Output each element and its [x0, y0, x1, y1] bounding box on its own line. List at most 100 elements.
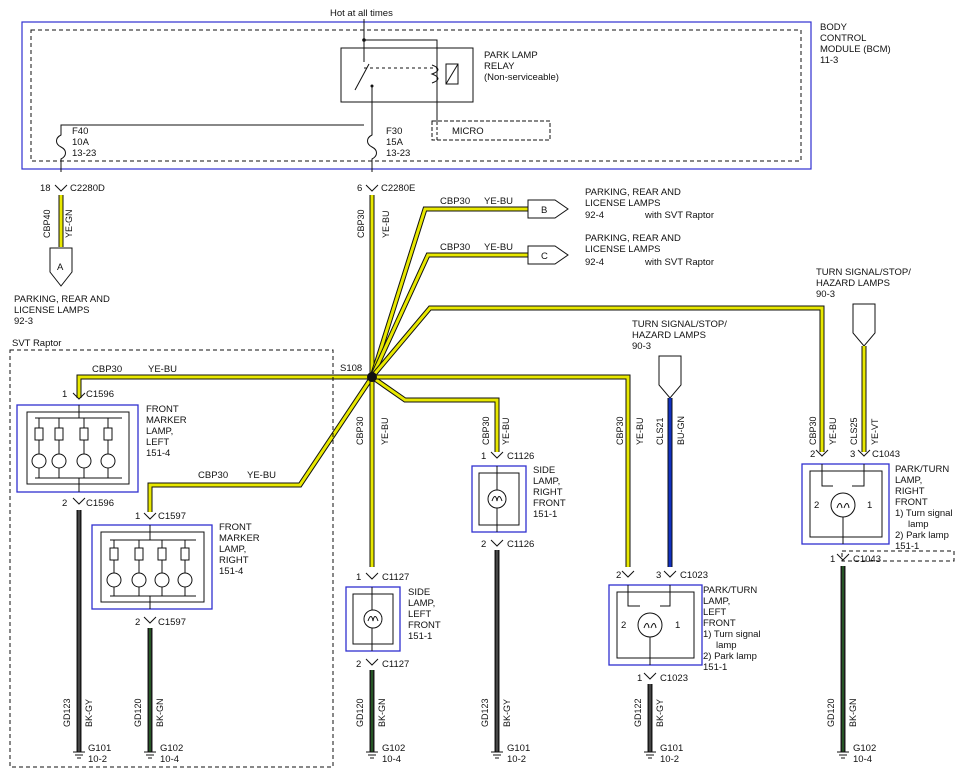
cbp40-label: CBP40: [42, 209, 52, 238]
sll-ye-bu-label: YE-BU: [380, 417, 390, 445]
fmr-pin1: 1: [135, 511, 140, 522]
offpage-b-letter: B: [541, 205, 547, 216]
fmr-conn-top: C1597: [158, 511, 186, 522]
gd120-label-b: GD120: [355, 698, 365, 727]
bcm-inner-dashed: [30, 29, 802, 162]
slr-pin1: 1: [481, 451, 486, 462]
connector-c2280d: C2280D: [70, 183, 105, 194]
gd120-label-a: GD120: [133, 698, 143, 727]
ptr-ye-bu-label: YE-BU: [828, 417, 838, 445]
ptr-label: PARK/TURN LAMP, RIGHT FRONT 1) Turn sign…: [895, 464, 955, 552]
cls25-label: CLS25: [849, 417, 859, 445]
b-ye-bu-label: YE-BU: [484, 196, 513, 207]
b-cbp30-label: CBP30: [440, 196, 470, 207]
c-ye-bu-label: YE-BU: [484, 242, 513, 253]
ptr-pin-b: 3: [850, 449, 855, 460]
ground-wires: [76, 510, 846, 752]
ptr-conn-top: C1043: [872, 449, 900, 460]
offpage-connector-ts-right: [852, 303, 876, 347]
slr-cbp30-label: CBP30: [481, 416, 491, 445]
offpage-connector-c: [527, 245, 569, 265]
sll-pin1: 1: [356, 572, 361, 583]
side-lamp-right-front: [471, 465, 527, 533]
fuse-f40-label: F40 10A 13-23: [72, 126, 96, 159]
fml-conn-bot: C1596: [86, 498, 114, 509]
svt-raptor-label: SVT Raptor: [12, 338, 61, 349]
front-marker-lamp-right: [91, 524, 213, 610]
ptl-pin-bot: 1: [637, 673, 642, 684]
fml-ye-bu-label: YE-BU: [148, 364, 177, 375]
pin-6: 6: [357, 183, 362, 194]
pin-18: 18: [40, 183, 51, 194]
fmr-pin2: 2: [135, 617, 140, 628]
bk-gy-label-b: BK-GY: [502, 699, 512, 727]
hot-at-all-times-label: Hot at all times: [330, 8, 393, 19]
trunk-cbp30-label: CBP30: [356, 209, 366, 238]
offpage-a-text: PARKING, REAR AND LICENSE LAMPS 92-3: [14, 294, 113, 327]
ptr-inner-l: 2: [814, 500, 819, 511]
fml-label: FRONT MARKER LAMP, LEFT 151-4: [146, 404, 189, 459]
fmr-label: FRONT MARKER LAMP, RIGHT 151-4: [219, 522, 262, 577]
ptl-ye-bu-label: YE-BU: [635, 417, 645, 445]
ptl-pin-a: 2: [616, 570, 621, 581]
sll-label: SIDE LAMP, LEFT FRONT 151-1: [408, 587, 443, 642]
ptr-cbp30-label: CBP30: [808, 416, 818, 445]
connector-c2280e: C2280E: [381, 183, 415, 194]
offpage-connector-ts-mid: [658, 355, 682, 399]
bk-gn-label-a: BK-GN: [155, 698, 165, 727]
slr-conn-top: C1126: [507, 451, 534, 462]
bk-gn-label-b: BK-GN: [377, 698, 387, 727]
bu-gn-label: BU-GN: [676, 416, 686, 445]
s108-label: S108: [340, 363, 362, 374]
offpage-c-note: with SVT Raptor: [644, 257, 714, 268]
fmr-ye-bu-label: YE-BU: [247, 470, 276, 481]
bk-gn-label-c: BK-GN: [848, 698, 858, 727]
svt-raptor-region: [9, 349, 334, 768]
bk-gy-label-a: BK-GY: [84, 699, 94, 727]
cls21-label: CLS21: [655, 417, 665, 445]
front-marker-lamp-left: [16, 404, 139, 493]
wire-cbp30-trunk: [76, 195, 825, 567]
bcm-label: BODY CONTROL MODULE (BCM) 11-3: [820, 22, 893, 66]
park-turn-lamp-right-front: [801, 463, 890, 545]
offpage-c-text: PARKING, REAR AND LICENSE LAMPS 92-4: [585, 233, 684, 268]
fmr-cbp30-label: CBP30: [198, 470, 228, 481]
ptl-cbp30-label: CBP30: [615, 416, 625, 445]
slr-label: SIDE LAMP, RIGHT FRONT 151-1: [533, 465, 568, 520]
sll-conn-bot: C1127: [382, 659, 409, 670]
fml-conn-top: C1596: [86, 389, 114, 400]
gd123-label-a: GD123: [62, 698, 72, 727]
sll-conn-top: C1127: [382, 572, 409, 583]
ptl-label: PARK/TURN LAMP, LEFT FRONT 1) Turn signa…: [703, 585, 763, 673]
side-lamp-left-front: [345, 586, 401, 652]
slr-pin2: 2: [481, 539, 486, 550]
ptl-conn-top: C1023: [680, 570, 708, 581]
sll-cbp30-label: CBP30: [355, 416, 365, 445]
ptr-inner-r: 1: [867, 500, 872, 511]
offpage-b-text: PARKING, REAR AND LICENSE LAMPS 92-4: [585, 187, 684, 221]
fml-pin2: 2: [62, 498, 67, 509]
ye-vt-label: YE-VT: [870, 418, 880, 445]
fml-pin1: 1: [62, 389, 67, 400]
fml-cbp30-label: CBP30: [92, 364, 122, 375]
fmr-conn-bot: C1597: [158, 617, 186, 628]
ptr-conn-bot: C1043: [853, 554, 881, 565]
relay-label: PARK LAMP RELAY (Non-serviceable): [484, 50, 559, 83]
trunk-ye-bu-label: YE-BU: [381, 210, 391, 238]
fuse-f30-label: F30 15A 13-23: [386, 126, 410, 159]
micro-box: [431, 120, 551, 141]
gd123-label-b: GD123: [480, 698, 490, 727]
gd122-label: GD122: [633, 698, 643, 727]
ptl-conn-bot: C1023: [660, 673, 688, 684]
ptr-pin-bot: 1: [830, 554, 835, 565]
slr-ye-bu-label: YE-BU: [501, 417, 511, 445]
park-turn-lamp-left-front: [608, 584, 703, 666]
splice-s108: [367, 372, 377, 382]
offpage-connector-b: [527, 199, 569, 219]
offpage-a-letter: A: [57, 262, 64, 273]
offpage-connector-a: [49, 247, 73, 287]
